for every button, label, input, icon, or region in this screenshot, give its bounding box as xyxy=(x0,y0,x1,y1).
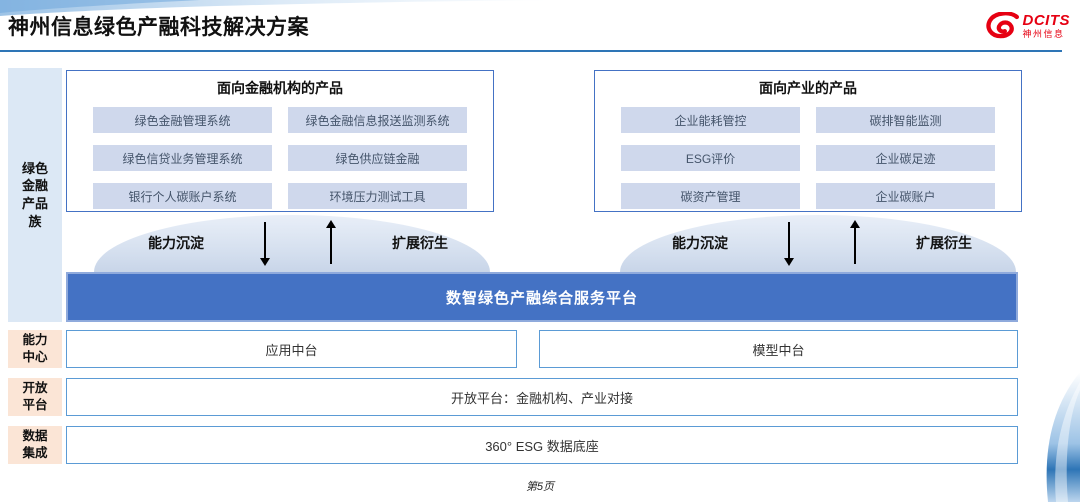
model-middle-platform-box: 模型中台 xyxy=(539,330,1018,368)
extend-derive-label: 扩展衍生 xyxy=(392,235,448,251)
panel-grid: 绿色金融管理系统 绿色金融信息报送监测系统 绿色信贷业务管理系统 绿色供应链金融… xyxy=(67,98,493,209)
panel-financial-products: 面向金融机构的产品 绿色金融管理系统 绿色金融信息报送监测系统 绿色信贷业务管理… xyxy=(66,70,494,212)
product-item: 绿色金融管理系统 xyxy=(93,107,272,133)
rail-open-platform: 开放 平台 xyxy=(8,378,62,416)
header-swoosh-decoration xyxy=(0,0,560,16)
extend-derive-label: 扩展衍生 xyxy=(916,235,972,251)
product-item: 企业碳足迹 xyxy=(816,145,995,171)
panel-industry-products: 面向产业的产品 企业能耗管控 碳排智能监测 ESG评价 企业碳足迹 碳资产管理 … xyxy=(594,70,1022,212)
panel-title: 面向产业的产品 xyxy=(759,80,857,96)
open-platform-box: 开放平台：金融机构、产业对接 xyxy=(66,378,1018,416)
rail-data-integration: 数据 集成 xyxy=(8,426,62,464)
product-item: 碳资产管理 xyxy=(621,183,800,209)
dcits-swirl-icon xyxy=(985,12,1019,39)
product-item: 碳排智能监测 xyxy=(816,107,995,133)
product-item: 绿色信贷业务管理系统 xyxy=(93,145,272,171)
product-item: ESG评价 xyxy=(621,145,800,171)
arrow-down-icon xyxy=(784,222,794,266)
arrow-up-icon xyxy=(326,220,336,264)
product-item: 企业碳账户 xyxy=(816,183,995,209)
product-item: 银行个人碳账户系统 xyxy=(93,183,272,209)
capability-sink-label: 能力沉淀 xyxy=(672,235,728,251)
panel-grid: 企业能耗管控 碳排智能监测 ESG评价 企业碳足迹 碳资产管理 企业碳账户 xyxy=(595,98,1021,209)
arrow-group-right: 能力沉淀 扩展衍生 xyxy=(672,218,972,268)
arrow-up-icon xyxy=(850,220,860,264)
rail-capability-center: 能力 中心 xyxy=(8,330,62,368)
product-item: 绿色金融信息报送监测系统 xyxy=(288,107,467,133)
panel-title: 面向金融机构的产品 xyxy=(217,80,343,96)
page-number: 第5页 xyxy=(525,481,555,493)
dcits-logo: DCITS 神州信息 xyxy=(985,12,1071,39)
arrow-group-left: 能力沉淀 扩展衍生 xyxy=(148,218,448,268)
logo-text: DCITS 神州信息 xyxy=(1023,13,1071,39)
title-divider xyxy=(0,50,1062,52)
product-item: 环境压力测试工具 xyxy=(288,183,467,209)
esg-data-base-box: 360° ESG 数据底座 xyxy=(66,426,1018,464)
capability-sink-label: 能力沉淀 xyxy=(148,235,204,251)
platform-bar: 数智绿色产融综合服务平台 xyxy=(66,272,1018,322)
logo-brand-en: DCITS xyxy=(1022,11,1070,29)
rail-product-family: 绿色 金融 产品 族 xyxy=(8,68,62,322)
product-item: 企业能耗管控 xyxy=(621,107,800,133)
corner-swoosh-decoration xyxy=(1046,372,1080,502)
app-middle-platform-box: 应用中台 xyxy=(66,330,517,368)
logo-brand-cn: 神州信息 xyxy=(1022,28,1065,39)
arrow-down-icon xyxy=(260,222,270,266)
product-item: 绿色供应链金融 xyxy=(288,145,467,171)
page-title: 神州信息绿色产融科技解决方案 xyxy=(8,16,309,39)
